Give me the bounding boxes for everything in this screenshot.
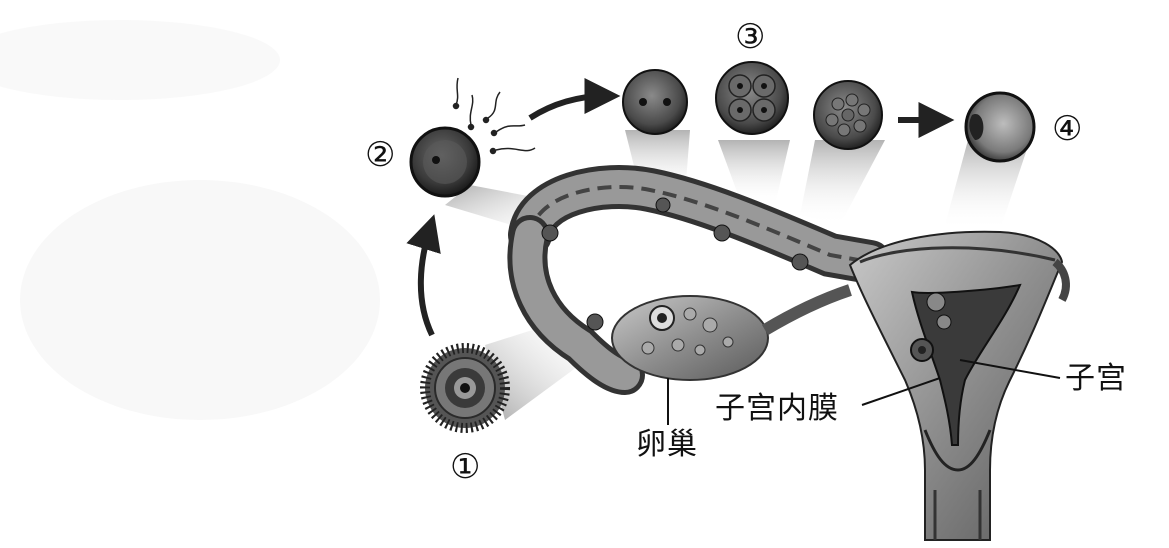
sperm-cells: [452, 77, 536, 155]
arrow-1-to-2: [406, 214, 441, 337]
four-cell-stage: [715, 61, 789, 135]
morula-stage: [813, 80, 883, 150]
leader-lines: [667, 359, 1061, 425]
marker-2: ②: [365, 135, 396, 175]
marker-1: ①: [450, 447, 481, 487]
label-uterus: 子宫: [1065, 361, 1127, 396]
two-cell-stage: [622, 69, 688, 135]
background-texture: [0, 20, 380, 420]
fallopian-tube: [507, 165, 892, 395]
fertilization-cell: [409, 126, 481, 198]
egg-cell: [420, 343, 510, 433]
uterus: [848, 230, 1070, 541]
marker-3: ③: [735, 17, 766, 57]
arrow-2-to-3: [528, 78, 621, 121]
label-ovary: 卵巢: [636, 427, 698, 462]
blastocyst-stage: [964, 91, 1036, 163]
marker-4: ④: [1052, 109, 1083, 149]
label-endometrium: 子宫内膜: [715, 391, 839, 426]
ovary: [611, 284, 852, 381]
